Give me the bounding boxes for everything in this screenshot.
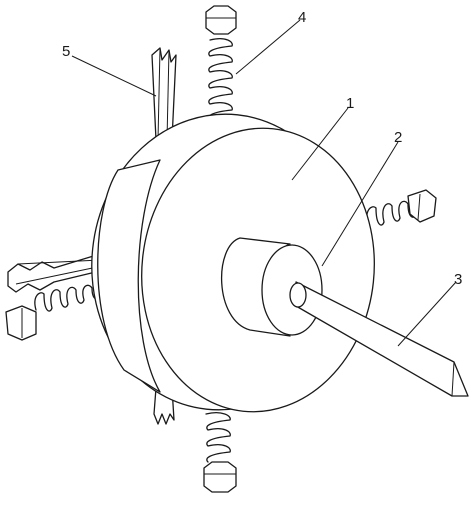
leader-4 [235, 19, 301, 75]
label-1: 1 [346, 95, 354, 112]
label-5: 5 [62, 43, 70, 60]
label-4: 4 [298, 9, 306, 26]
label-3: 3 [454, 271, 462, 288]
leader-5 [71, 55, 157, 97]
leader-lines [71, 19, 457, 347]
label-2: 2 [394, 129, 402, 146]
leader-3 [397, 281, 457, 347]
spring-right [366, 189, 437, 226]
leader-1 [291, 107, 349, 181]
leader-2 [321, 141, 399, 267]
shaft [289, 281, 469, 397]
spring-left [5, 284, 101, 341]
spring-top [205, 5, 237, 127]
spring-bottom [203, 412, 237, 493]
